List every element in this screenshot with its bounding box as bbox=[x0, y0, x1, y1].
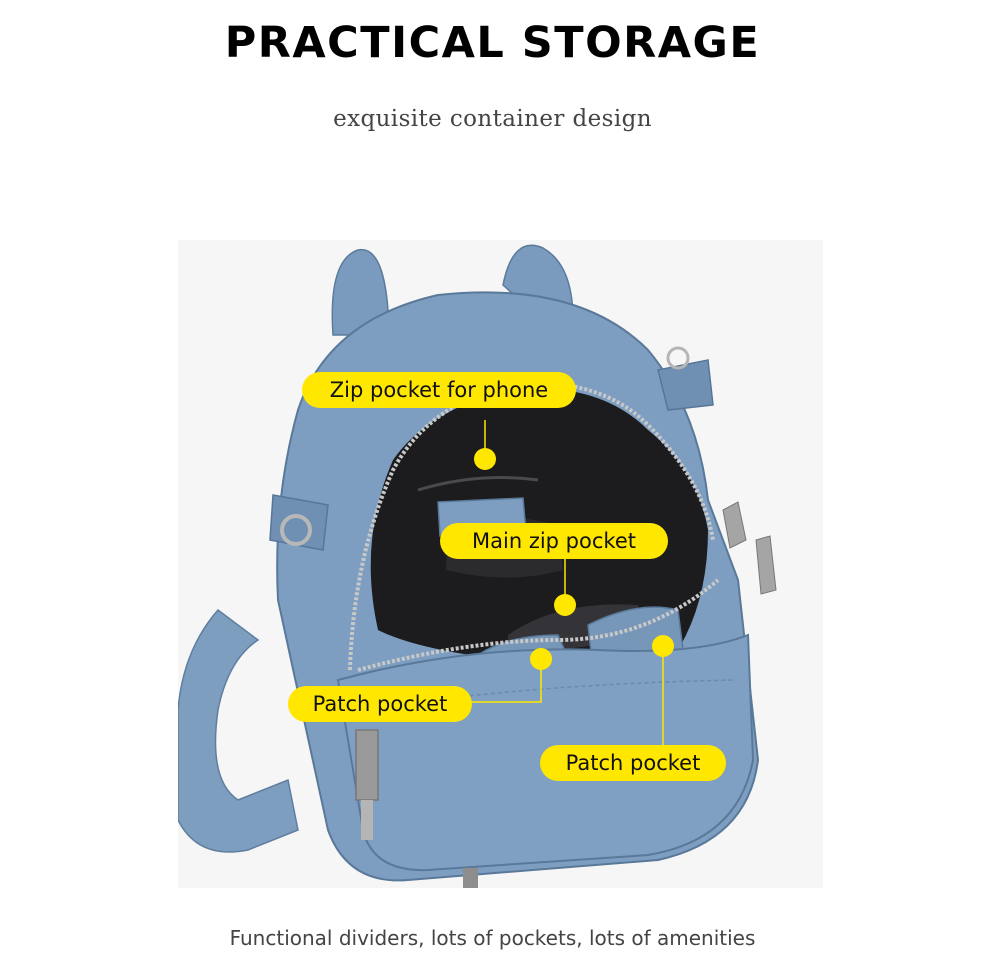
subheadline: exquisite container design bbox=[333, 106, 652, 132]
backpack-illustration bbox=[178, 244, 777, 888]
pointer-dot-patch-right bbox=[652, 635, 674, 657]
callout-patch-pocket-left: Patch pocket bbox=[288, 686, 472, 722]
caption: Functional dividers, lots of pockets, lo… bbox=[229, 926, 756, 950]
callout-zip-pocket-for-phone: Zip pocket for phone bbox=[302, 372, 576, 408]
pointer-dot-main-pocket bbox=[554, 594, 576, 616]
backpack-product-photo bbox=[178, 240, 823, 888]
headline: PRACTICAL STORAGE bbox=[224, 18, 761, 68]
callout-patch-pocket-right: Patch pocket bbox=[540, 745, 726, 781]
pointer-dot-patch-left bbox=[530, 648, 552, 670]
callout-main-zip-pocket: Main zip pocket bbox=[440, 523, 668, 559]
pointer-dot-zip-pocket bbox=[474, 448, 496, 470]
